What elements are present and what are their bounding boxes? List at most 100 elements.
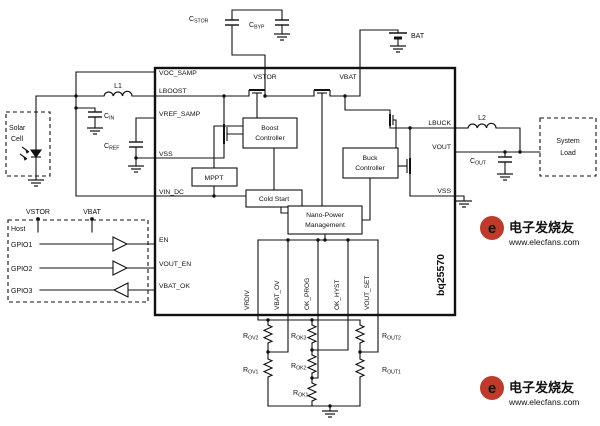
cbyp-capacitor xyxy=(275,19,289,26)
gpio3-label: GPIO3 xyxy=(11,288,33,295)
ground-icon xyxy=(86,127,104,135)
boost-controller-label-1: Boost xyxy=(261,125,278,132)
cref-capacitor xyxy=(129,141,143,148)
rok3-label: ROK3 xyxy=(291,333,307,342)
pin-label-vstor: VSTOR xyxy=(253,74,276,81)
buck-controller-block xyxy=(342,147,399,179)
resistor-rov2 xyxy=(262,324,274,344)
pin-label-vin-dc: VIN_DC xyxy=(159,189,184,196)
resistor-rok3 xyxy=(306,324,318,344)
cstor-capacitor xyxy=(225,19,239,26)
photodiode-icon xyxy=(19,146,43,161)
main-ic-outline xyxy=(153,66,457,317)
pin-label-vss-left: VSS xyxy=(159,151,173,158)
watermark-bottom: e 电子发烧友 www.elecfans.com xyxy=(480,376,579,407)
cout-capacitor xyxy=(498,156,512,163)
host-vbat-label: VBAT xyxy=(83,209,101,216)
nano-power-label-2: Management xyxy=(305,222,345,229)
ground-icon xyxy=(496,173,514,181)
pin-label-ok-prog: OK_PROG xyxy=(304,278,311,310)
pin-label-vss-right: VSS xyxy=(437,188,451,195)
mppt-block xyxy=(191,167,238,187)
pin-label-vout: VOUT xyxy=(432,144,451,151)
system-load-label-2: Load xyxy=(560,150,576,157)
pin-label-en: EN xyxy=(159,237,169,244)
rok2-label: ROK2 xyxy=(291,363,307,372)
pin-label-vout-en: VOUT_EN xyxy=(159,261,191,268)
watermark-url: www.elecfans.com xyxy=(508,237,579,247)
ground-icon xyxy=(321,410,339,418)
cref-label: CREF xyxy=(104,143,119,152)
gpio2-label: GPIO2 xyxy=(11,266,33,273)
cold-start-label: Cold Start xyxy=(259,196,289,203)
rok1-label: ROK1 xyxy=(293,390,309,399)
ground-icon xyxy=(27,179,45,187)
pin-label-lbuck: LBUCK xyxy=(428,120,451,127)
pin-label-vbat-ok: VBAT_OK xyxy=(159,283,190,290)
mosfet-boost-lowside-icon xyxy=(155,96,228,159)
rout2-label: ROUT2 xyxy=(382,333,401,342)
pin-label-vref-samp: VREF_SAMP xyxy=(159,111,201,118)
wires xyxy=(35,9,541,412)
gpio3-buffer-icon xyxy=(112,282,129,298)
junction-dots xyxy=(36,94,522,408)
pin-label-vbat: VBAT xyxy=(339,74,356,81)
ground-icon xyxy=(273,33,291,41)
cin-capacitor xyxy=(88,111,102,118)
solar-cell-label-2: Cell xyxy=(11,136,24,143)
watermark-top: e 电子发烧友 www.elecfans.com xyxy=(480,216,579,247)
battery-icon xyxy=(389,32,407,40)
ic-part-label: bq25570 xyxy=(435,254,447,296)
cbyp-label: CBYP xyxy=(249,22,265,31)
boost-controller-block xyxy=(242,117,298,149)
buck-controller-label-1: Buck xyxy=(362,155,378,162)
elecfans-logo-icon xyxy=(480,216,504,240)
solar-cell-label-1: Solar xyxy=(9,125,26,132)
cout-label: COUT xyxy=(470,158,487,167)
pin-label-vbat-ov: VBAT_OV xyxy=(274,280,281,310)
system-load-box xyxy=(539,117,597,177)
watermark-url: www.elecfans.com xyxy=(508,397,579,407)
l1-inductor xyxy=(103,90,133,97)
resistor-rok1 xyxy=(306,382,318,402)
resistor-rout2 xyxy=(354,324,366,344)
solar-cell-box xyxy=(5,111,51,177)
system-load-label-1: System xyxy=(556,138,580,145)
resistor-rok2 xyxy=(306,354,318,374)
mosfet-m1-icon xyxy=(248,89,265,96)
ground-icon xyxy=(127,165,145,173)
elecfans-logo-letter: e xyxy=(488,380,496,397)
l2-inductor xyxy=(467,122,497,129)
nano-power-label-1: Nano-Power xyxy=(306,212,345,219)
pin-label-ok-hyst: OK_HYST xyxy=(334,280,341,310)
boost-controller-label-2: Controller xyxy=(255,135,285,142)
nano-power-block xyxy=(287,205,363,235)
host-box xyxy=(7,219,149,303)
watermark-brand: 电子发烧友 xyxy=(509,220,574,235)
rout1-label: ROUT1 xyxy=(382,367,401,376)
gpio1-label: GPIO1 xyxy=(11,242,33,249)
pin-label-vout-set: VOUT_SET xyxy=(364,276,371,310)
ground-icon xyxy=(389,45,407,53)
buck-controller-label-2: Controller xyxy=(355,165,385,172)
mosfet-buck-highside-icon xyxy=(389,110,394,126)
gpio2-buffer-icon xyxy=(112,260,129,276)
pin-label-voc-samp: VOC_SAMP xyxy=(159,70,197,77)
cin-label: CIN xyxy=(104,113,115,122)
resistor-rov1 xyxy=(262,358,274,378)
mppt-label: MPPT xyxy=(205,175,224,182)
mosfet-buck-lowside-icon xyxy=(406,128,411,196)
cold-start-block xyxy=(245,189,303,208)
resistor-rout1 xyxy=(354,358,366,378)
host-label: Host xyxy=(11,226,25,233)
mosfet-m2-icon xyxy=(313,89,331,96)
elecfans-logo-icon xyxy=(480,376,504,400)
elecfans-logo-letter: e xyxy=(488,220,496,237)
pin-label-lboost: LBOOST xyxy=(159,88,187,95)
rov1-label: ROV1 xyxy=(243,367,259,376)
gpio1-buffer-icon xyxy=(112,236,129,252)
ground-icon xyxy=(455,200,473,208)
watermark-brand: 电子发烧友 xyxy=(509,380,574,395)
